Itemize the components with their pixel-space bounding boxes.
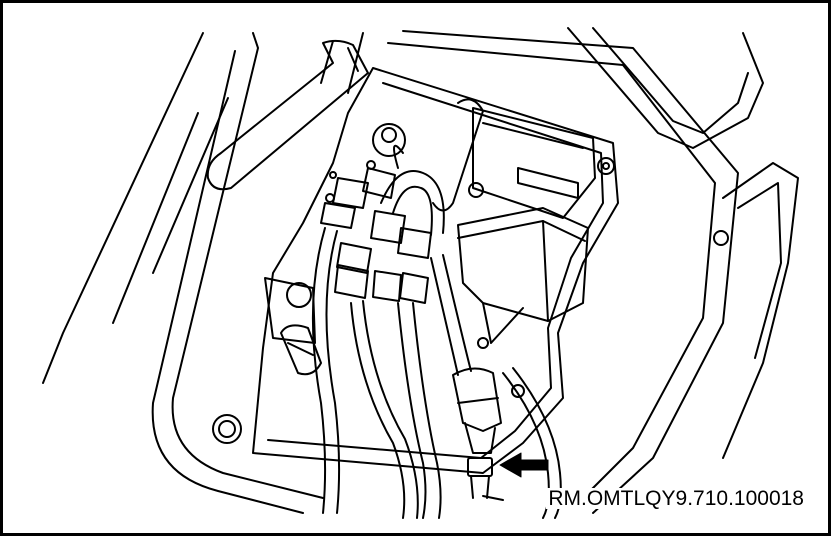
mounting-plate: [252, 67, 619, 474]
valve-body: [452, 367, 502, 454]
bolt-bottom-left: [212, 414, 242, 444]
fuel-line-fitting: [467, 457, 493, 499]
line-illustration: [42, 27, 799, 519]
grab-handle: [206, 39, 369, 191]
leader-line: [482, 495, 504, 501]
access-panel-outline: [42, 27, 799, 514]
bolt-right: [713, 230, 729, 246]
fitting-cluster: [264, 167, 432, 376]
control-box: [472, 107, 596, 219]
bolt-top-right: [597, 157, 615, 175]
bolt-top-left: [372, 123, 406, 157]
corner-bolts: [212, 123, 729, 444]
figure-reference-code: RM.OMTLQY9.710.100018: [546, 487, 806, 510]
small-nuts: [325, 160, 525, 398]
cover-housing: [457, 207, 589, 344]
left-arrow-icon: [499, 452, 549, 478]
